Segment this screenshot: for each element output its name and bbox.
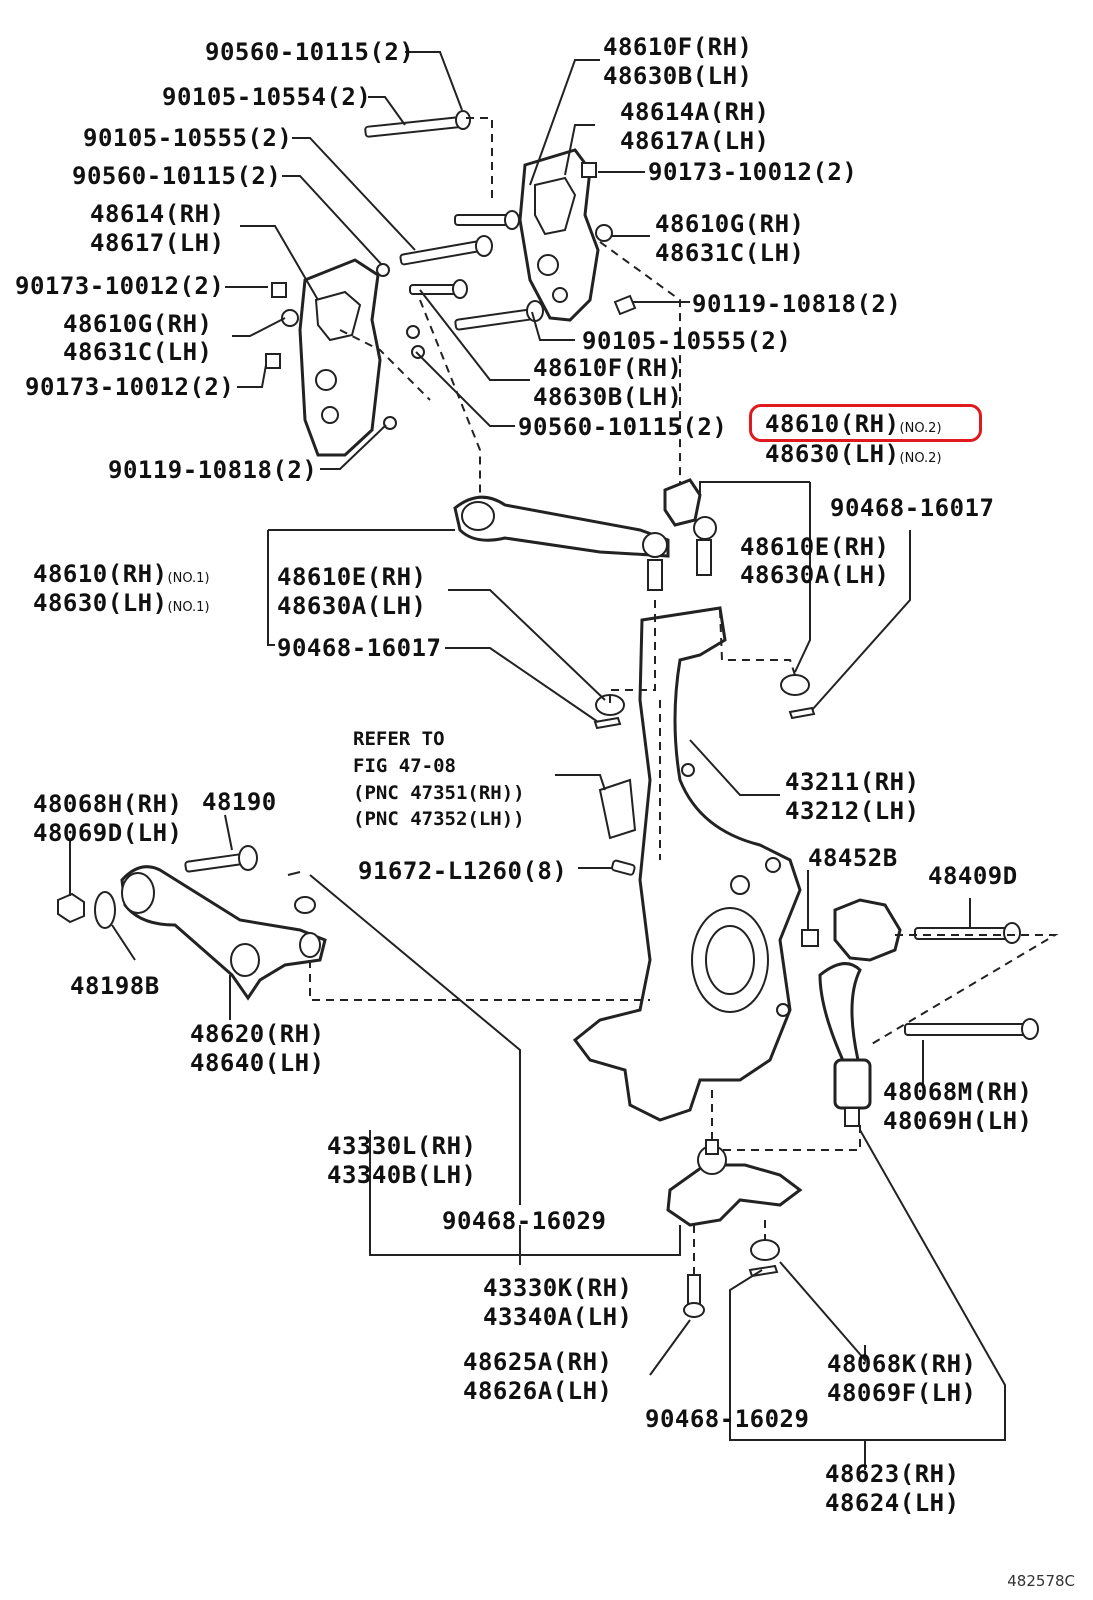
label-48610-no1: 48610(RH)(NO.1) xyxy=(33,560,210,588)
label-48623: 48623(RH) xyxy=(825,1460,960,1488)
label-90105-10554: 90105-10554(2) xyxy=(162,83,372,111)
label-90173-10012-b: 90173-10012(2) xyxy=(25,373,235,401)
label-43330K: 43330K(RH) xyxy=(483,1274,633,1302)
lower-arm xyxy=(120,865,327,1001)
label-48620: 48620(RH) xyxy=(190,1020,325,1048)
label-48610G-a: 48610G(RH) xyxy=(63,310,213,338)
bolt-90105-10555-lower xyxy=(454,300,544,331)
refer-to-line3: (PNC 47351(RH)) xyxy=(353,782,525,804)
label-48069D: 48069D(LH) xyxy=(33,819,183,847)
label-90560-10115-b: 90560-10115(2) xyxy=(72,162,282,190)
refer-to-line4: (PNC 47352(LH)) xyxy=(353,808,525,830)
label-90468-16017-b: 90468-16017 xyxy=(277,634,442,662)
label-90105-10555-a: 90105-10555(2) xyxy=(83,124,293,152)
label-43340A: 43340A(LH) xyxy=(483,1303,633,1331)
diagram-code: 482578C xyxy=(1007,1572,1075,1590)
refer-to-line1: REFER TO xyxy=(353,728,445,750)
label-48630B-b: 48630B(LH) xyxy=(533,383,683,411)
label-48610E-a: 48610E(RH) xyxy=(740,533,890,561)
label-48198B: 48198B xyxy=(70,972,160,1000)
label-48610F-a: 48610F(RH) xyxy=(603,33,753,61)
label-48610E-b: 48610E(RH) xyxy=(277,563,427,591)
label-48068K: 48068K(RH) xyxy=(827,1350,977,1378)
leader-lines xyxy=(69,51,1006,1470)
label-90468-16017-a: 90468-16017 xyxy=(830,494,995,522)
bolt-90105-10555-upper xyxy=(399,235,493,266)
label-48631C-a: 48631C(LH) xyxy=(63,338,213,366)
label-48614: 48614(RH) xyxy=(90,200,225,228)
label-48069H: 48069H(LH) xyxy=(883,1107,1033,1135)
label-48068H: 48068H(RH) xyxy=(33,790,183,818)
label-90560-10115-a: 90560-10115(2) xyxy=(205,38,415,66)
label-90119-10818-b: 90119-10818(2) xyxy=(692,290,902,318)
label-48610F-b: 48610F(RH) xyxy=(533,354,683,382)
label-48626A: 48626A(LH) xyxy=(463,1377,613,1405)
label-48190: 48190 xyxy=(202,788,277,816)
stabilizer-bracket xyxy=(833,898,902,962)
label-43330L: 43330L(RH) xyxy=(327,1132,477,1160)
label-48630A-a: 48630A(LH) xyxy=(740,561,890,589)
lower-ball-joint xyxy=(666,1163,803,1227)
label-48630-no1: 48630(LH)(NO.1) xyxy=(33,589,210,617)
label-48068M: 48068M(RH) xyxy=(883,1078,1033,1106)
label-48617: 48617(LH) xyxy=(90,229,225,257)
refer-to-line2: FIG 47-08 xyxy=(353,755,456,777)
highlight-box xyxy=(749,404,982,442)
label-90560-10115-c: 90560-10115(2) xyxy=(518,413,728,441)
label-91672-L1260: 91672-L1260(8) xyxy=(358,857,568,885)
label-90173-10012-a: 90173-10012(2) xyxy=(15,272,225,300)
label-48640: 48640(LH) xyxy=(190,1049,325,1077)
label-48409D: 48409D xyxy=(928,862,1018,890)
label-48630-no2: 48630(LH)(NO.2) xyxy=(765,440,942,468)
label-90173-10012-c: 90173-10012(2) xyxy=(648,158,858,186)
label-48630A-b: 48630A(LH) xyxy=(277,592,427,620)
label-48610-no2: 48610(RH)(NO.2) xyxy=(765,410,942,438)
label-90468-16029-b: 90468-16029 xyxy=(645,1405,810,1433)
label-90468-16029-a: 90468-16029 xyxy=(442,1207,607,1235)
label-48625A: 48625A(RH) xyxy=(463,1348,613,1376)
bolt-short-top xyxy=(454,210,520,230)
label-43340B: 43340B(LH) xyxy=(327,1161,477,1189)
label-43212: 43212(LH) xyxy=(785,797,920,825)
label-48610G-b: 48610G(RH) xyxy=(655,210,805,238)
label-48630B-a: 48630B(LH) xyxy=(603,62,753,90)
label-90119-10818-a: 90119-10818(2) xyxy=(108,456,318,484)
bolt-90105-10554 xyxy=(364,110,471,138)
label-48069F: 48069F(LH) xyxy=(827,1379,977,1407)
label-48452B: 48452B xyxy=(808,844,898,872)
assembly-dashes xyxy=(309,117,1059,1275)
label-48614A: 48614A(RH) xyxy=(620,98,770,126)
upper-control-arm xyxy=(453,495,670,558)
label-48631C-b: 48631C(LH) xyxy=(655,239,805,267)
label-43211: 43211(RH) xyxy=(785,768,920,796)
label-48617A: 48617A(LH) xyxy=(620,127,770,155)
label-90105-10555-b: 90105-10555(2) xyxy=(582,327,792,355)
label-48624: 48624(LH) xyxy=(825,1489,960,1517)
